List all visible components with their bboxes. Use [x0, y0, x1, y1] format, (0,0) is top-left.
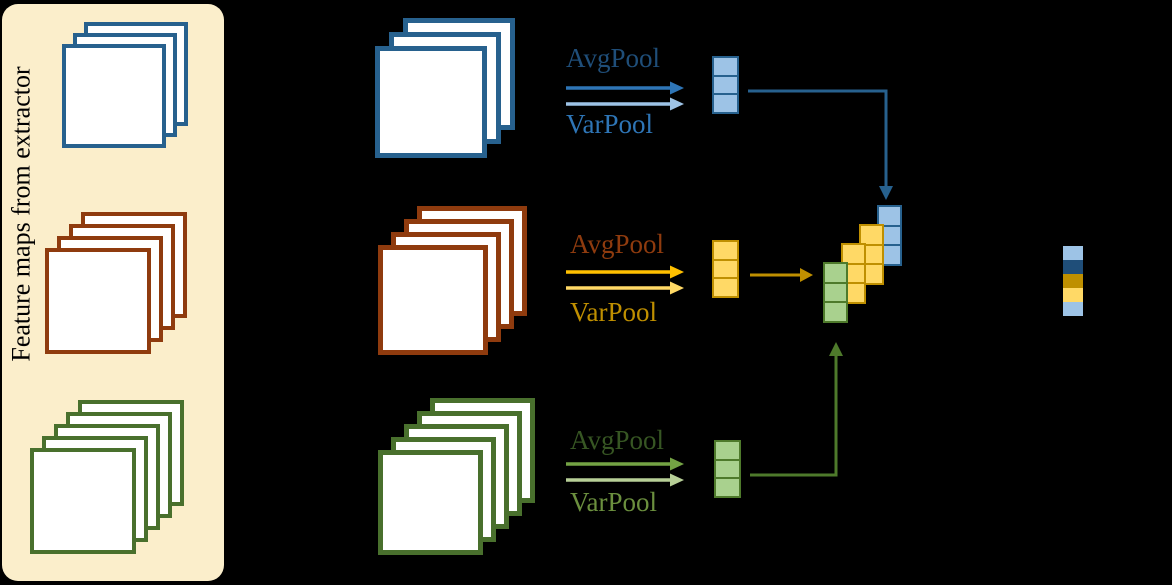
connector-arrow-scale1-head — [879, 186, 893, 200]
output-vector-cell — [1063, 260, 1083, 274]
avgpool-arrow-scale2-head — [670, 265, 684, 279]
vector-cell — [712, 277, 739, 298]
avgpool-label-scale3: AvgPool — [570, 425, 665, 455]
varpool-label-scale1: VarPool — [566, 109, 653, 139]
varpool-arrow-scale2-head — [670, 281, 684, 295]
avgpool-arrow-scale1-head — [670, 81, 684, 95]
output-vector-cell — [1063, 302, 1083, 316]
feature-map-square — [45, 248, 151, 354]
concat-bar-green — [823, 262, 848, 323]
panel-title: Feature maps from extractor — [7, 66, 36, 362]
feature-map-square — [378, 245, 488, 355]
final-embedding-vector — [1063, 246, 1083, 316]
pooled-vector-scale2 — [712, 240, 739, 298]
connector-arrow-scale3 — [750, 356, 838, 477]
output-vector-cell — [1063, 274, 1083, 288]
feature-map-square — [62, 44, 166, 148]
vector-cell — [714, 477, 741, 498]
varpool-arrow-scale3-head — [670, 473, 684, 487]
vector-cell — [712, 93, 739, 114]
feature-map-square — [378, 450, 483, 555]
panel-title-wrap: Feature maps from extractor — [2, 16, 42, 412]
varpool-label-scale3: VarPool — [570, 487, 657, 517]
output-vector-cell — [1063, 288, 1083, 302]
varpool-arrow-scale1-head — [670, 97, 684, 111]
pooled-vector-scale3 — [714, 440, 741, 498]
avgpool-label-scale2: AvgPool — [570, 229, 665, 259]
avgpool-label-scale1: AvgPool — [566, 43, 661, 73]
output-vector-cell — [1063, 246, 1083, 260]
feature-map-square — [375, 46, 487, 158]
pooled-vector-scale1 — [712, 56, 739, 114]
avgpool-arrow-scale3-head — [670, 457, 684, 471]
connector-arrow-scale2-head — [800, 268, 813, 282]
connector-arrow-scale1 — [748, 89, 888, 186]
vector-cell — [823, 301, 848, 323]
feature-map-square — [30, 448, 136, 554]
varpool-label-scale2: VarPool — [570, 297, 657, 327]
connector-arrow-scale3-head — [829, 342, 843, 356]
